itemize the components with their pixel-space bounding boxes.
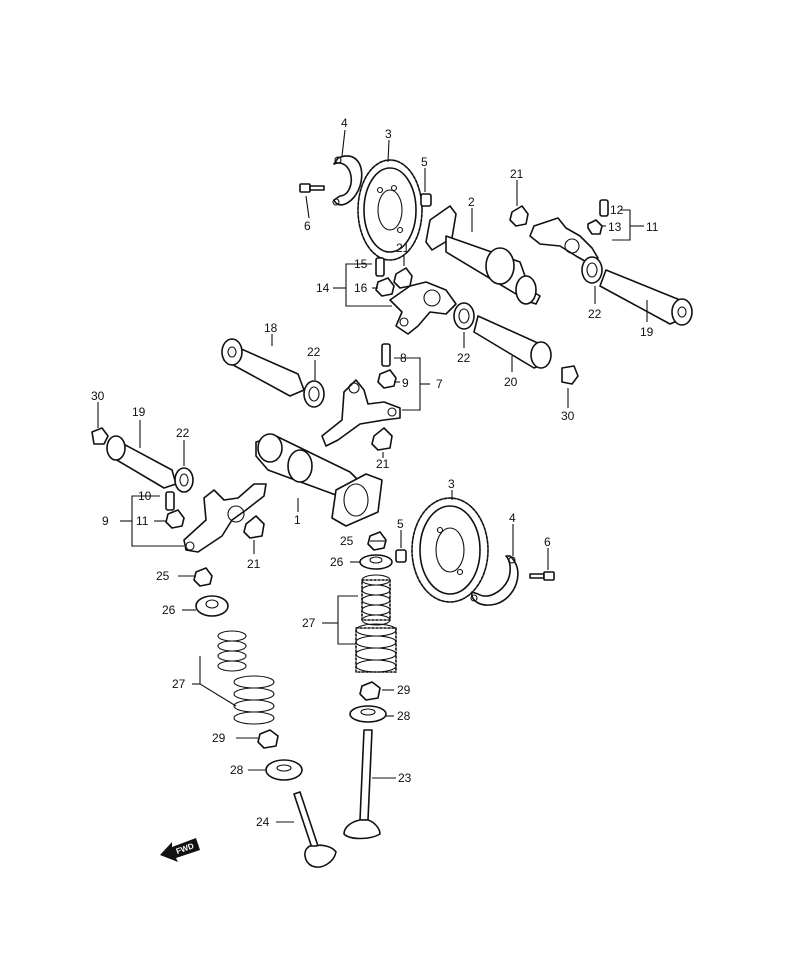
part-5-upper-pin [420, 193, 432, 207]
part-5-lower-pin [395, 549, 407, 563]
callout-25-left: 25 [156, 569, 170, 583]
part-9-nut [377, 369, 397, 389]
callout-27-right: 27 [302, 616, 316, 630]
part-21-upper-middle [393, 267, 413, 289]
callout-30-right: 30 [561, 409, 575, 423]
part-30-left-cap [91, 427, 109, 445]
callout-12: 11 [136, 514, 149, 528]
part-12-nut [165, 509, 185, 529]
callout-24: 24 [256, 815, 270, 829]
part-7-rocker-arm [321, 379, 401, 447]
callout-28-left: 28 [230, 763, 244, 777]
callout-9: 9 [402, 376, 409, 390]
part-4-lower-snap-ring [470, 555, 519, 606]
callout-8: 8 [400, 351, 407, 365]
callout-19-left: 18 [264, 321, 278, 335]
callout-23: 23 [398, 771, 412, 785]
callout-18: 16 [354, 281, 368, 295]
callout-21-lower-left: 21 [247, 557, 261, 571]
callout-21-middle: 21 [376, 457, 390, 471]
callout-4-upper: 4 [341, 116, 348, 130]
callout-29-right: 29 [397, 683, 411, 697]
part-27-right-springs [355, 574, 397, 673]
forward-arrow-icon [160, 838, 200, 862]
callout-30-left: 30 [91, 389, 105, 403]
callout-21-upper-right: 21 [510, 167, 524, 181]
part-8-screw [381, 343, 391, 367]
callout-10: 9 [102, 514, 109, 528]
callout-29-left: 29 [212, 731, 226, 745]
callout-7: 7 [436, 377, 443, 391]
part-22-upper-right-washer [581, 256, 603, 284]
part-22-lower-left-washer [174, 467, 194, 493]
part-28-left-seat [265, 759, 303, 781]
part-11-screw [165, 491, 175, 511]
callout-13: 11 [646, 220, 659, 234]
part-6-upper-bolt [299, 183, 325, 193]
part-21-middle [371, 427, 393, 451]
part-6-lower-bolt [529, 571, 555, 581]
callout-5-lower: 5 [397, 517, 404, 531]
part-29-right-seal [359, 681, 381, 701]
callout-15: 13 [608, 220, 622, 234]
part-22-middle-right-washer [453, 302, 475, 330]
callout-17: 15 [354, 257, 368, 271]
callout-20-right: 20 [504, 375, 518, 389]
part-25-left-keeper [193, 567, 213, 587]
callout-21-upper-middle: 21 [396, 241, 410, 255]
part-16-rocker-arm [389, 281, 457, 335]
part-18-upper-nut [375, 277, 395, 297]
callout-28-right: 28 [397, 709, 411, 723]
callout-14: 12 [610, 203, 624, 217]
callout-6-lower: 6 [544, 535, 551, 549]
part-30-right-cap [561, 365, 579, 385]
callout-3-upper: 3 [385, 127, 392, 141]
callout-6-upper: 6 [304, 219, 311, 233]
callout-11: 10 [138, 489, 152, 503]
callout-1: 1 [294, 513, 301, 527]
callout-4-lower: 4 [509, 511, 516, 525]
fwd-badge: FWD [160, 838, 200, 862]
part-3-upper-sprocket [357, 159, 423, 261]
part-21-upper-right [509, 205, 529, 227]
callout-5-upper: 5 [421, 155, 428, 169]
callout-20-left: 19 [132, 405, 146, 419]
callout-22-left: 22 [307, 345, 321, 359]
part-17-upper-screw [375, 257, 385, 277]
part-20-left-shaft [106, 435, 177, 489]
part-4-upper-snap-ring [332, 155, 363, 206]
part-22-left-washer [303, 380, 325, 408]
part-2-camshaft [425, 205, 541, 305]
part-20-middle-right-shaft [473, 315, 552, 369]
part-27-left-springs [217, 630, 275, 725]
part-26-left-retainer [195, 595, 229, 617]
part-1-camshaft [255, 433, 383, 527]
part-26-right-retainer [359, 554, 393, 570]
callout-labels: 4 3 5 6 2 21 12 13 11 21 15 16 14 22 19 … [91, 116, 659, 829]
callout-26-left: 26 [162, 603, 176, 617]
part-24-intake-valve [293, 791, 337, 868]
part-29-left-seal [257, 729, 279, 749]
part-14-upper-right-screw [599, 199, 609, 217]
callout-22-middle-right: 22 [457, 351, 471, 365]
callout-3-lower: 3 [448, 477, 455, 491]
callout-27-left: 27 [172, 677, 186, 691]
part-15-upper-right-nut [587, 219, 603, 235]
callout-19-right: 19 [640, 325, 654, 339]
callout-2: 2 [468, 195, 475, 209]
callout-16: 14 [316, 281, 330, 295]
part-10-rocker-arm [183, 483, 267, 553]
leader-lines [97, 129, 648, 823]
part-28-right-seat [349, 705, 387, 723]
callout-22-upper-right: 22 [588, 307, 602, 321]
part-23-exhaust-valve [343, 729, 381, 840]
callout-26-right: 26 [330, 555, 344, 569]
part-21-lower-left [243, 515, 265, 539]
part-19-upper-right-shaft [599, 269, 693, 326]
part-3-lower-sprocket [411, 497, 489, 603]
callout-22-lower-left: 22 [176, 426, 190, 440]
callout-25-right: 25 [340, 534, 354, 548]
part-19-left-shaft [221, 338, 305, 397]
